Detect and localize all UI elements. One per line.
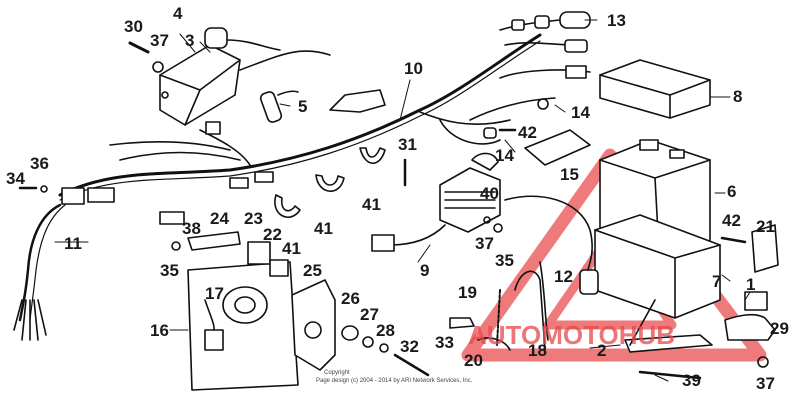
callout-15: 15 [560,165,579,184]
callout-20: 20 [464,351,483,370]
callout-26: 26 [341,289,360,308]
part-41-clamps [274,147,386,218]
part-25-bracket [291,279,336,371]
part-8-box [599,59,711,119]
callout-24: 24 [210,209,229,228]
callout-11: 11 [64,234,82,253]
part-22-relay [269,259,289,277]
callout-4: 4 [173,4,183,23]
callout-10: 10 [404,59,423,78]
callout-36: 36 [30,154,49,173]
part-40-clip [471,152,499,171]
part-14-grommet [537,98,549,110]
callout-18: 18 [528,341,547,360]
callout-30: 30 [124,17,143,36]
callout-41-left: 41 [314,219,333,238]
part-39-bolt [638,370,702,380]
part-1-switch [724,291,776,368]
part-28-washer [379,343,389,353]
callout-16: 16 [150,321,169,340]
callout-6: 6 [727,182,737,201]
callout-27: 27 [360,305,379,324]
callout-3: 3 [185,31,195,50]
copyright-line-2: Page design (c) 2004 - 2014 by ARI Netwo… [316,378,473,384]
part-3-4-unit [159,27,331,126]
part-27-collar [362,336,374,348]
callout-28: 28 [376,321,395,340]
callout-22: 22 [263,225,282,244]
part-16-panel [187,261,299,391]
part-23-relay [247,241,271,265]
callout-38: 38 [182,219,201,238]
callout-9: 9 [420,261,430,280]
part-15-block [524,129,591,166]
part-36-washer [40,185,48,193]
part-19-spring [496,289,501,346]
part-35-nut-right [493,223,503,233]
callout-35-left: 35 [160,261,179,280]
callout-37: 37 [150,31,169,50]
callout-14-lower: 14 [495,146,514,165]
part-33-screw [449,317,475,329]
part-18-switch [514,270,546,351]
callout-29: 29 [770,319,789,338]
part-9-rectifier [371,167,501,252]
part-37-washer-mid [483,216,491,224]
callout-32: 32 [400,337,419,356]
callout-25: 25 [303,261,322,280]
part-30-bolt [128,41,164,73]
part-35-nut-left [171,241,181,251]
callout-17: 17 [205,284,224,303]
callout-31: 31 [398,135,417,154]
part-20-clip [477,337,511,351]
callout-35-right: 35 [495,251,514,270]
callout-39: 39 [682,371,701,390]
watermark-text: AUTOMOTOHUB [468,320,676,350]
callout-14-upper: 14 [571,103,590,122]
part-24-plate [187,231,241,251]
callout-42-lower: 42 [722,211,741,230]
callout-5: 5 [298,97,308,116]
callout-41-top: 41 [362,195,381,214]
callout-37-mid: 37 [475,234,494,253]
callout-1: 1 [746,275,756,294]
callout-13: 13 [607,11,626,30]
callout-7: 7 [712,272,722,291]
callout-21: 21 [756,217,775,236]
part-38-connector [159,211,185,225]
part-13-leads [499,11,591,79]
callout-34: 34 [6,169,25,188]
callout-8: 8 [733,87,743,106]
part-42-pin-lower [720,236,747,244]
part-32-bolt [393,353,430,377]
leader-lines [54,19,751,382]
copyright-line-1: Copyright [324,370,350,376]
callout-41-mid: 41 [282,239,301,258]
part-21-block [751,224,779,273]
callout-23: 23 [244,209,263,228]
part-11-harness [13,203,66,341]
callout-2: 2 [597,341,607,360]
part-2-strap [624,299,713,353]
part-12-switch [504,195,599,341]
callout-12: 12 [554,267,573,286]
callout-42-upper: 42 [518,123,537,142]
part-26-grommet [341,325,359,341]
callout-33: 33 [435,333,454,352]
main-wire-harness [58,33,591,205]
part-5-cap [259,90,299,123]
callout-40: 40 [480,184,499,203]
callout-37-right: 37 [756,374,775,393]
callout-19: 19 [458,283,477,302]
copyright-notice: Copyright Page design (c) 2004 - 2014 by… [316,369,506,385]
